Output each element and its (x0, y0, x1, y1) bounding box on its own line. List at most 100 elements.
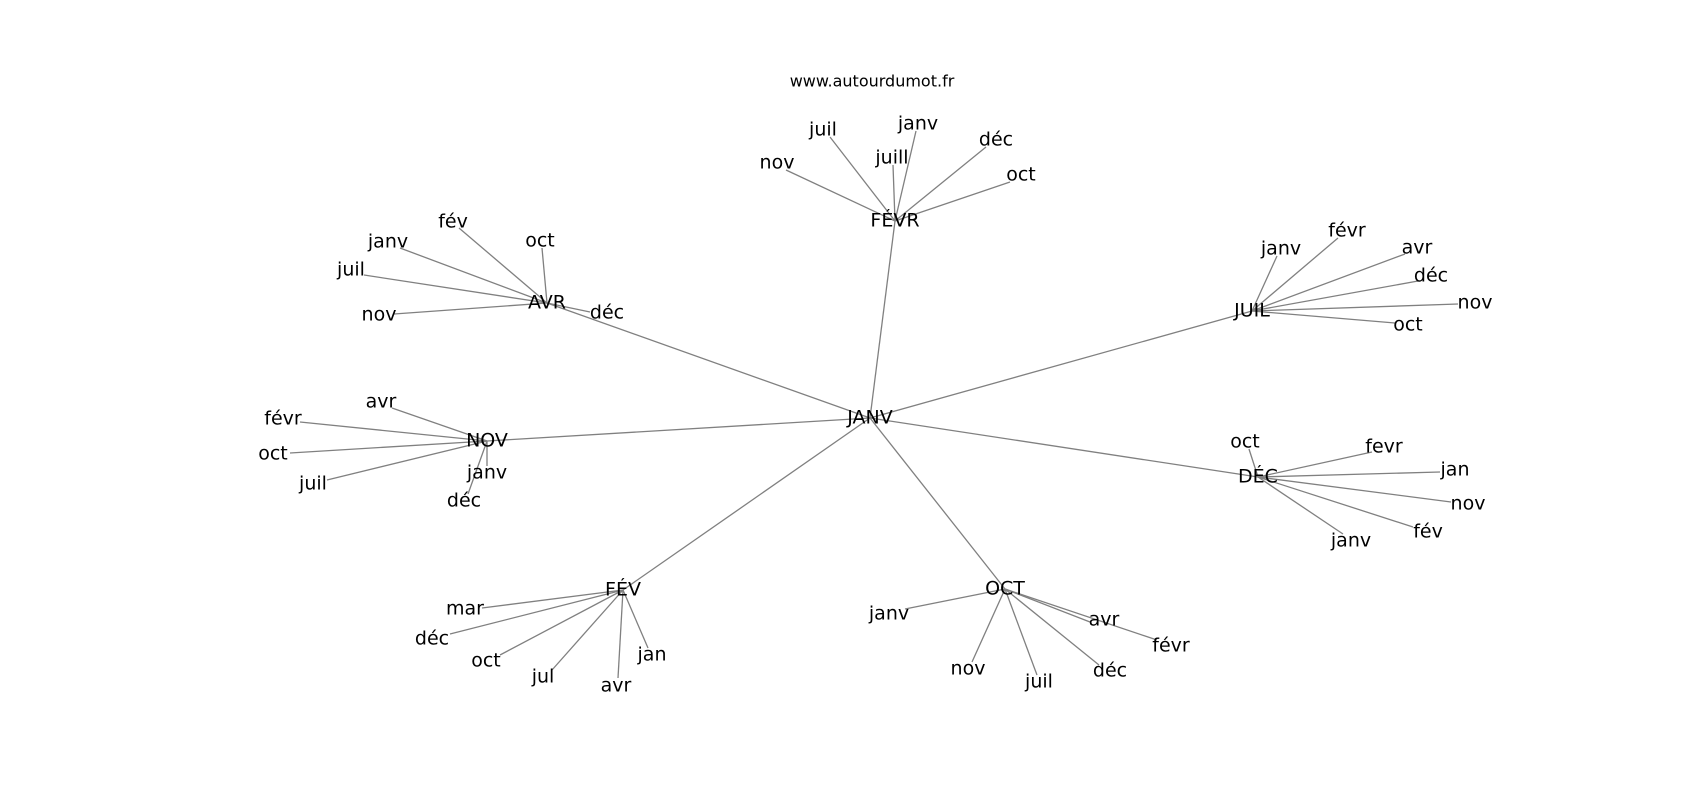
leaf-node-label: avr (1402, 237, 1433, 259)
hub-node-label: OCT (985, 578, 1025, 600)
edge-hub-to-leaf (971, 588, 1006, 663)
edge-hub-to-leaf (622, 589, 649, 649)
leaf-node-label: déc (415, 628, 449, 650)
edge-hub-to-leaf (1257, 471, 1441, 478)
edge-hub-to-leaf (481, 589, 624, 609)
edge-hub-to-leaf (617, 589, 624, 679)
leaf-node-label: déc (1414, 265, 1448, 287)
leaf-node-label: juil (336, 259, 365, 281)
leaf-node-label: oct (1393, 314, 1423, 336)
edge-hub-to-leaf (894, 130, 917, 222)
edges-layer (289, 130, 1459, 679)
leaf-node-label: fevr (1365, 436, 1403, 458)
edge-hub-to-leaf (393, 302, 548, 315)
hub-node-label: NOV (466, 430, 508, 452)
hub-node-label: JUIL (1233, 300, 1270, 322)
edge-hub-to-leaf (1004, 588, 1100, 666)
leaf-node-label: juill (874, 147, 908, 169)
source-watermark: www.autourdumot.fr (790, 72, 955, 91)
leaf-node-label: juil (808, 119, 837, 141)
leaf-node-label: mar (446, 598, 484, 620)
edge-hub-to-leaf (1004, 588, 1038, 676)
edge-hub-to-leaf (467, 440, 488, 495)
hub-node-label: AVR (528, 292, 566, 314)
edge-hub-to-leaf (1251, 237, 1339, 312)
labels-layer: www.autourdumot.fr JANV FÉVRnovjuiljuill… (258, 72, 1492, 697)
leaf-node-label: janv (897, 113, 938, 135)
leaf-node-label: déc (979, 129, 1013, 151)
edge-hub-to-leaf (1257, 476, 1414, 528)
leaf-node-label: avr (1089, 609, 1120, 631)
edge-hub-to-leaf (499, 589, 624, 656)
leaf-node-label: févr (264, 408, 302, 430)
edge-hub-to-leaf (1004, 588, 1091, 623)
leaf-node-label: janv (466, 462, 507, 484)
leaf-node-label: avr (601, 675, 632, 697)
hub-node-label: FÉVR (870, 209, 919, 232)
leaf-node-label: janv (1330, 530, 1371, 552)
edge-hub-to-leaf (299, 421, 488, 442)
hub-node-label: DÉC (1238, 465, 1278, 488)
edge-hub-to-leaf (458, 227, 548, 304)
edge-hub-to-leaf (1248, 448, 1259, 478)
leaf-node-label: oct (1230, 431, 1260, 453)
edge-hub-to-leaf (449, 589, 624, 635)
leaf-node-label: févr (1328, 220, 1366, 242)
hub-node-label: FÉV (605, 578, 641, 601)
edge-root-to-hub (486, 417, 871, 442)
edge-hub-to-leaf (399, 247, 548, 304)
leaf-node-label: juil (298, 473, 327, 495)
leaf-node-label: nov (1458, 292, 1493, 314)
edge-root-to-hub (546, 302, 871, 419)
leaf-node-label: oct (258, 443, 288, 465)
leaf-node-label: déc (590, 302, 624, 324)
edge-hub-to-leaf (1251, 280, 1419, 312)
leaf-node-label: nov (362, 304, 397, 326)
leaf-node-label: jul (531, 666, 555, 688)
edge-root-to-hub (869, 417, 1259, 478)
leaf-node-label: oct (1006, 164, 1036, 186)
edge-hub-to-leaf (1257, 451, 1373, 478)
edge-hub-to-leaf (1257, 476, 1344, 535)
edge-hub-to-leaf (894, 181, 1011, 222)
leaf-node-label: nov (951, 658, 986, 680)
edge-root-to-hub (869, 417, 1006, 590)
edge-hub-to-leaf (894, 146, 987, 222)
edge-hub-to-leaf (551, 589, 624, 671)
leaf-node-label: févr (1152, 635, 1190, 657)
leaf-node-label: oct (525, 230, 555, 252)
edge-hub-to-leaf (892, 164, 896, 222)
edge-hub-to-leaf (829, 136, 896, 222)
edge-hub-to-leaf (1251, 253, 1406, 312)
edge-hub-to-leaf (546, 302, 591, 313)
leaf-node-label: janv (367, 231, 408, 253)
leaf-node-label: oct (471, 650, 501, 672)
edge-hub-to-leaf (289, 440, 488, 454)
edge-root-to-hub (622, 417, 871, 591)
edge-root-to-hub (869, 220, 896, 419)
leaf-node-label: janv (1260, 238, 1301, 260)
root-node-label: JANV (846, 407, 892, 429)
edge-hub-to-leaf (541, 247, 548, 304)
edge-hub-to-leaf (326, 440, 488, 481)
edge-hub-to-leaf (1251, 303, 1459, 312)
edge-root-to-hub (869, 310, 1253, 419)
leaf-node-label: fév (1413, 521, 1443, 543)
leaf-node-label: nov (1451, 493, 1486, 515)
leaf-node-label: jan (637, 644, 667, 666)
edge-hub-to-leaf (1004, 588, 1158, 641)
leaf-node-label: déc (1093, 660, 1127, 682)
edge-hub-to-leaf (1251, 255, 1278, 312)
leaf-node-label: nov (760, 152, 795, 174)
leaf-node-label: janv (868, 603, 909, 625)
leaf-node-label: déc (447, 490, 481, 512)
edge-hub-to-leaf (363, 274, 548, 304)
leaf-node-label: avr (366, 391, 397, 413)
leaf-node-label: fév (438, 211, 468, 233)
edge-hub-to-leaf (1257, 476, 1452, 503)
leaf-node-label: juil (1024, 671, 1053, 693)
edge-hub-to-leaf (1251, 310, 1396, 324)
edge-hub-to-leaf (785, 169, 896, 222)
edge-hub-to-leaf (904, 588, 1006, 610)
